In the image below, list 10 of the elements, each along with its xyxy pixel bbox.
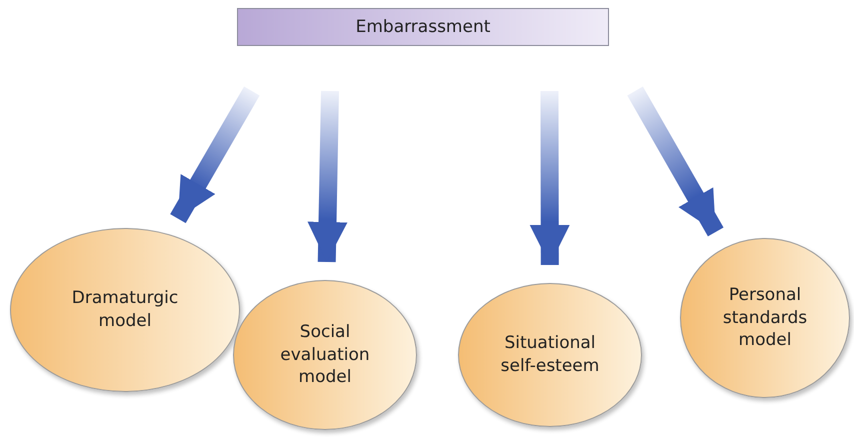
model-label: Situational self-esteem	[500, 332, 600, 378]
title-text: Embarrassment	[356, 16, 490, 38]
arrow	[627, 86, 724, 236]
arrow	[308, 90, 348, 262]
model-label: Dramaturgic model	[70, 287, 180, 333]
arrow	[530, 90, 570, 266]
title-box	[237, 8, 609, 46]
model-label: Personal standards model	[722, 284, 808, 352]
arrow	[170, 86, 260, 224]
model-label: Social evaluation model	[279, 320, 371, 390]
